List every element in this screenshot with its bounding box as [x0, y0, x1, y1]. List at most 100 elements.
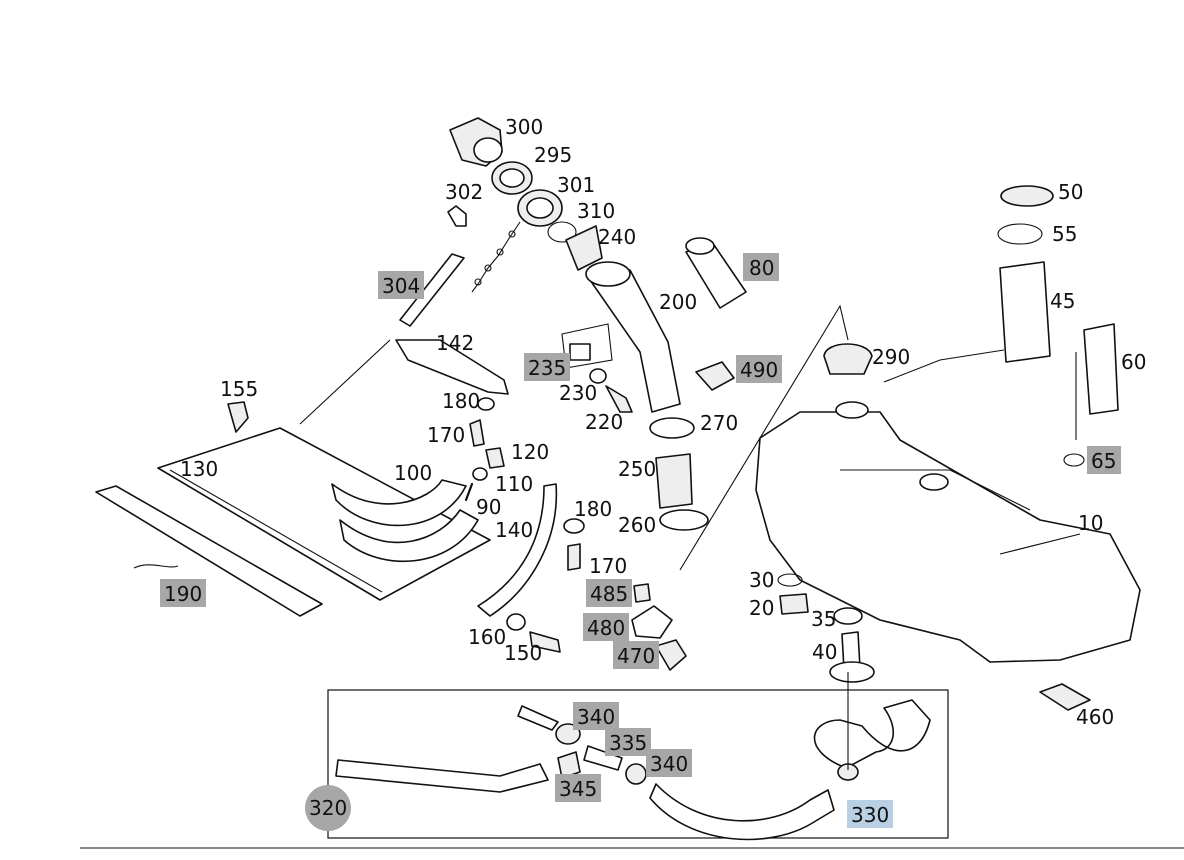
callout-155[interactable]: 155 — [220, 377, 258, 401]
valve-470-part — [655, 639, 687, 671]
strip-190-part — [95, 485, 323, 617]
washer-160-part — [506, 613, 526, 631]
callout-30[interactable]: 30 — [749, 568, 774, 592]
callout-485-box[interactable]: 485 — [586, 579, 632, 607]
callout-295[interactable]: 295 — [534, 143, 572, 167]
callout-190: 190 — [164, 582, 202, 606]
callout-310[interactable]: 310 — [577, 199, 615, 223]
callout-200[interactable]: 200 — [659, 290, 697, 314]
fuel-tank-10-part — [755, 411, 1141, 663]
callout-235-box[interactable]: 235 — [524, 353, 570, 381]
parts-linework — [80, 117, 1184, 849]
callout-240[interactable]: 240 — [598, 225, 636, 249]
callout-180-upper[interactable]: 180 — [442, 389, 480, 413]
chain-link — [484, 264, 492, 272]
callout-20[interactable]: 20 — [749, 596, 774, 620]
callout-301[interactable]: 301 — [557, 173, 595, 197]
callout-80-box[interactable]: 80 — [743, 253, 779, 281]
ring-35-part — [833, 607, 863, 625]
plug-20-part — [779, 593, 809, 615]
callout-35[interactable]: 35 — [811, 607, 836, 631]
leader-142 — [299, 339, 391, 425]
callout-142[interactable]: 142 — [436, 331, 474, 355]
callout-220[interactable]: 220 — [585, 410, 623, 434]
filler-pipe-inlet — [585, 261, 631, 287]
inset-hose-box — [327, 689, 949, 839]
callout-460[interactable]: 460 — [1076, 705, 1114, 729]
fuel-pump-45-part — [999, 261, 1051, 363]
callout-470-box[interactable]: 470 — [613, 641, 659, 669]
callout-140[interactable]: 140 — [495, 518, 533, 542]
tank-ridge — [840, 469, 1031, 511]
callout-170-upper[interactable]: 170 — [427, 423, 465, 447]
callout-302[interactable]: 302 — [445, 180, 483, 204]
callout-485: 485 — [590, 582, 628, 606]
callout-490-box[interactable]: 490 — [736, 355, 782, 383]
pump-cable — [883, 349, 1005, 383]
ring-301-part — [517, 189, 563, 227]
callout-480-box[interactable]: 480 — [583, 613, 629, 641]
callout-170-lower[interactable]: 170 — [589, 554, 627, 578]
bracket-235-part — [569, 343, 591, 361]
washer-230-part — [589, 368, 607, 384]
callout-180-lower[interactable]: 180 — [574, 497, 612, 521]
washer-110-part — [472, 467, 488, 481]
callout-335-box[interactable]: 335 — [605, 728, 651, 756]
callout-340-lower-box[interactable]: 340 — [646, 749, 692, 777]
strap-100b-part — [339, 509, 479, 563]
callout-50[interactable]: 50 — [1058, 180, 1083, 204]
hose-loop-part — [813, 699, 931, 769]
callout-260[interactable]: 260 — [618, 513, 656, 537]
o-ring-55-part — [997, 223, 1043, 245]
callout-330-box-selected[interactable]: 330 — [847, 800, 893, 828]
callout-130[interactable]: 130 — [180, 457, 218, 481]
callout-120[interactable]: 120 — [511, 440, 549, 464]
callout-60[interactable]: 60 — [1121, 350, 1146, 374]
pad-460-part — [1039, 683, 1091, 711]
cover-60-part — [1083, 323, 1119, 415]
callout-150[interactable]: 150 — [504, 641, 542, 665]
callout-290[interactable]: 290 — [872, 345, 910, 369]
tether-chain-part — [471, 221, 521, 293]
tank-sender-port — [919, 473, 949, 491]
callout-340-upper-box[interactable]: 340 — [573, 702, 619, 730]
lock-ring-50-part — [1000, 185, 1054, 207]
clamp-260-part — [659, 509, 709, 531]
chain-link — [496, 248, 504, 256]
callout-250[interactable]: 250 — [618, 457, 656, 481]
pipe-40-flange — [829, 661, 875, 683]
clip-302-part — [447, 205, 467, 227]
filter-80-cap — [685, 237, 715, 255]
tank-filler-port — [835, 401, 869, 419]
o-ring-310-part — [547, 221, 577, 243]
o-ring-30-part — [777, 573, 803, 587]
callout-10[interactable]: 10 — [1078, 511, 1103, 535]
clip-190-part — [133, 564, 179, 569]
callout-80: 80 — [749, 256, 774, 280]
callout-190-box[interactable]: 190 — [160, 579, 206, 607]
callout-330: 330 — [851, 803, 889, 827]
callout-110[interactable]: 110 — [495, 472, 533, 496]
callout-90[interactable]: 90 — [476, 495, 501, 519]
callout-65-box[interactable]: 65 — [1087, 446, 1121, 474]
hose-320-part — [335, 759, 549, 793]
callout-300[interactable]: 300 — [505, 115, 543, 139]
callout-100[interactable]: 100 — [394, 461, 432, 485]
callout-320-circle[interactable]: 320 — [305, 785, 351, 831]
callout-55[interactable]: 55 — [1052, 222, 1077, 246]
callout-160[interactable]: 160 — [468, 625, 506, 649]
callout-320: 320 — [309, 796, 347, 820]
chain-link — [508, 230, 516, 238]
callout-45[interactable]: 45 — [1050, 289, 1075, 313]
washer-180b-part — [563, 518, 585, 534]
bracket-480-part — [631, 605, 673, 639]
callout-270[interactable]: 270 — [700, 411, 738, 435]
callout-40[interactable]: 40 — [812, 640, 837, 664]
callout-230[interactable]: 230 — [559, 381, 597, 405]
tube-segment-part — [517, 705, 559, 731]
shield-edge — [169, 469, 383, 593]
callout-345-box[interactable]: 345 — [555, 774, 601, 802]
callout-340-upper: 340 — [577, 705, 615, 729]
callout-304-box[interactable]: 304 — [378, 271, 424, 299]
